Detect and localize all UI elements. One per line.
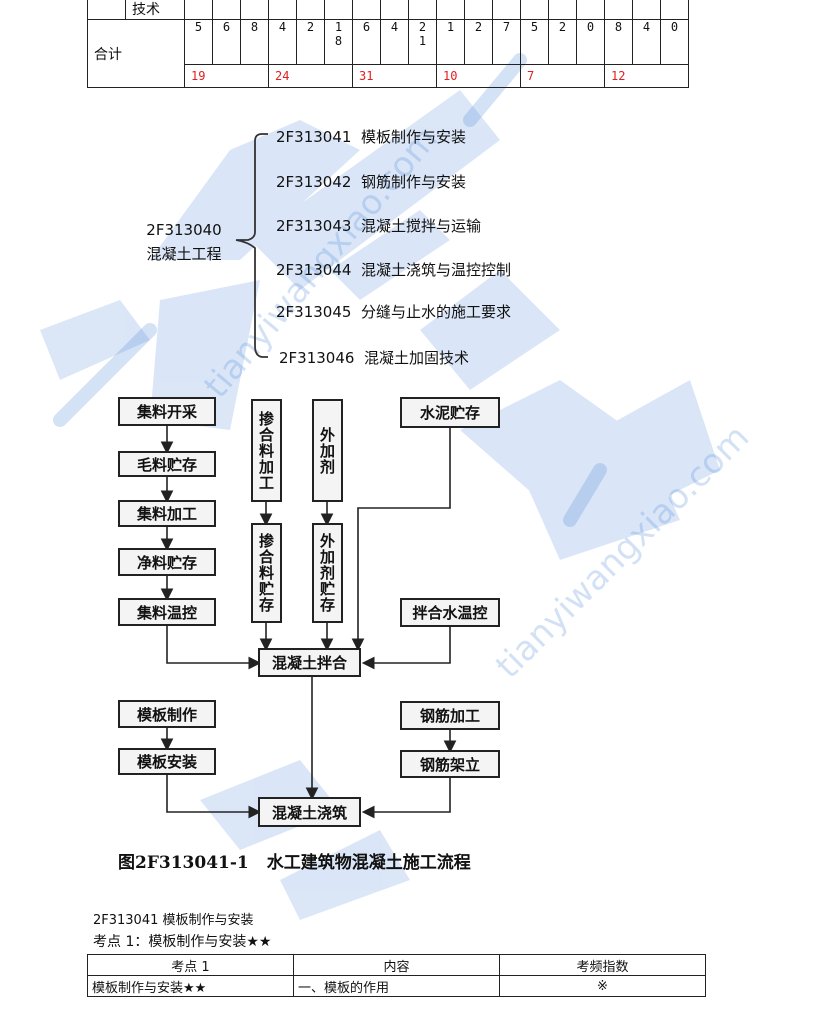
- group-total: 7: [520, 64, 605, 88]
- flow-step: 毛料贮存: [118, 451, 216, 477]
- flow-step: 外加剂: [312, 399, 343, 502]
- group-total: 31: [352, 64, 437, 88]
- section-heading: 2F313041 模板制作与安装: [93, 913, 254, 928]
- digit-cell: 7: [502, 20, 511, 34]
- table-header: 考频指数: [499, 954, 706, 976]
- flow-step: 模板制作: [118, 700, 216, 728]
- digit-cell: 4: [642, 20, 651, 34]
- flow-step: 拌合水温控: [400, 598, 500, 627]
- outline-item: 2F313044 混凝土浇筑与温控控制: [276, 259, 511, 280]
- item-code: 2F313043: [276, 217, 352, 235]
- flow-step: 集料开采: [118, 397, 216, 426]
- digit-cell: 2: [558, 20, 567, 34]
- outline-item: 2F313043 混凝土搅拌与运输: [276, 215, 481, 236]
- item-code: 2F313041: [276, 128, 352, 146]
- table-header: 考点 1: [87, 954, 294, 976]
- table-cell: ※: [499, 975, 706, 997]
- digit-cell: 2: [474, 20, 483, 34]
- outline-parent: 2F313040 混凝土工程: [134, 218, 234, 266]
- flow-step: 集料加工: [118, 500, 216, 527]
- flow-step: 水泥贮存: [400, 397, 500, 428]
- table-row: 考点 1 内容 考频指数: [87, 954, 706, 976]
- group-total: 24: [268, 64, 353, 88]
- parent-title: 混凝土工程: [146, 245, 222, 263]
- flow-step: 钢筋架立: [400, 750, 500, 778]
- exam-point-heading: 考点 1：模板制作与安装★★: [93, 934, 272, 950]
- digit-cell-line2: 1: [418, 34, 427, 48]
- outline-item: 2F313041 模板制作与安装: [276, 126, 466, 147]
- digit-cell: 0: [670, 20, 679, 34]
- item-code: 2F313042: [276, 173, 352, 191]
- digit-cell: 1: [446, 20, 455, 34]
- item-title: 分缝与止水的施工要求: [360, 303, 511, 321]
- table-header: 内容: [293, 954, 500, 976]
- caption-number: 图2F313041-1: [118, 853, 249, 873]
- bracket-icon: [235, 133, 268, 358]
- flow-step: 净料贮存: [118, 548, 216, 576]
- flow-step-mixing: 混凝土拌合: [258, 648, 361, 677]
- exam-point-table: 考点 1 内容 考频指数 模板制作与安装★★ 一、模板的作用 ※: [87, 954, 706, 997]
- figure-caption: 图2F313041-1 水工建筑物混凝土施工流程: [118, 848, 489, 873]
- caption-title: 水工建筑物混凝土施工流程: [266, 853, 471, 873]
- flow-step: 掺合料贮存: [251, 523, 282, 623]
- digit-cell: 5: [530, 20, 539, 34]
- item-code: 2F313044: [276, 261, 352, 279]
- digit-cell: 6: [362, 20, 371, 34]
- flow-step: 掺合料加工: [251, 399, 282, 502]
- item-code: 2F313046: [279, 349, 355, 367]
- table-row: 19 24 31 10 7 12: [88, 64, 689, 88]
- table-cell: 一、模板的作用: [293, 975, 500, 997]
- flow-step-pouring: 混凝土浇筑: [258, 797, 361, 827]
- digit-cell: 8: [614, 20, 623, 34]
- group-total: 19: [184, 64, 269, 88]
- outline-item: 2F313046 混凝土加固技术: [279, 347, 469, 368]
- digit-cell: 5: [194, 20, 203, 34]
- outline-item: 2F313042 钢筋制作与安装: [276, 171, 466, 192]
- flow-step: 集料温控: [118, 598, 216, 626]
- digit-cell: 2: [418, 20, 427, 34]
- digit-cell: 4: [390, 20, 399, 34]
- digit-cell: 6: [222, 20, 231, 34]
- digit-cell: 0: [586, 20, 595, 34]
- group-total: 12: [604, 64, 689, 88]
- item-code: 2F313045: [276, 303, 352, 321]
- flow-step: 模板安装: [118, 748, 216, 775]
- item-title: 混凝土加固技术: [363, 349, 469, 367]
- parent-code: 2F313040: [146, 221, 222, 239]
- item-title: 混凝土浇筑与温控控制: [360, 261, 511, 279]
- digit-cell: 1: [334, 20, 343, 34]
- table-cell: 模板制作与安装★★: [87, 975, 294, 997]
- outline-item: 2F313045 分缝与止水的施工要求: [276, 301, 511, 322]
- item-title: 模板制作与安装: [360, 128, 466, 146]
- flow-step: 钢筋加工: [400, 701, 500, 730]
- digit-cell-line2: 8: [334, 34, 343, 48]
- digit-cell: 8: [250, 20, 259, 34]
- flow-step: 外加剂贮存: [312, 523, 343, 623]
- table-row: 模板制作与安装★★ 一、模板的作用 ※: [87, 975, 706, 997]
- item-title: 钢筋制作与安装: [360, 173, 466, 191]
- digit-cell: 2: [306, 20, 315, 34]
- digit-cell: 4: [278, 20, 287, 34]
- flow-arrows: [160, 426, 457, 819]
- item-title: 混凝土搅拌与运输: [360, 217, 481, 235]
- total-label: 合计: [87, 19, 185, 88]
- group-total: 10: [436, 64, 521, 88]
